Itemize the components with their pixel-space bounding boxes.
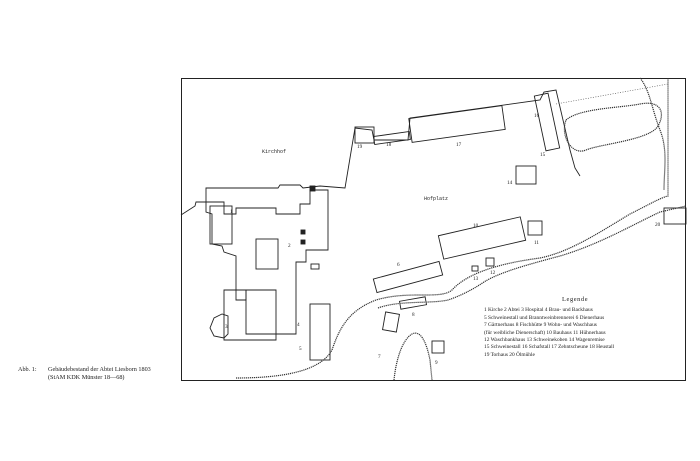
wagenremise <box>515 165 537 185</box>
schweinekoben <box>471 265 479 272</box>
island-shore <box>393 332 433 381</box>
abbey-complex <box>205 189 329 335</box>
building-number-labels: 1 2 3 4 5 6 7 8 9 10 11 12 13 14 15 16 1… <box>225 113 661 366</box>
riverbank-south <box>235 78 669 379</box>
legend-line: 12 Waschbankhaus 13 Schweinekoben 14 Wag… <box>484 337 605 344</box>
building-number: 3 <box>225 324 228 330</box>
schafstall <box>533 92 561 152</box>
building-number: 19 <box>357 144 363 150</box>
bauhaus <box>437 216 527 260</box>
building-number: 1 <box>230 209 233 215</box>
riverbank-south-2 <box>377 205 687 309</box>
site-plan-frame <box>181 78 686 381</box>
building-number: 10 <box>473 223 479 229</box>
building-number: 15 <box>540 152 546 158</box>
caption-number: Abb. 1: <box>18 366 37 373</box>
legend-line: 5 Schweinestall und Branntweinbrennerei … <box>484 314 605 321</box>
enclosure-wall <box>180 89 581 216</box>
building-number: 7 <box>378 354 381 360</box>
building-number: 2 <box>288 243 291 249</box>
legend-line: (für weibliche Dienerschaft) 10 Bauhaus … <box>484 329 606 336</box>
building-number: 8 <box>412 312 415 318</box>
building-number: 12 <box>490 270 496 276</box>
legend-line: 1 Kirche 2 Abtei 3 Hospital 4 Brau- und … <box>484 307 593 314</box>
pond-shore <box>563 102 662 152</box>
hospital-apse <box>209 313 229 339</box>
church-block <box>209 205 233 245</box>
huehnerhaus <box>527 220 543 236</box>
waschbankhaus <box>485 257 495 267</box>
building-number: 17 <box>456 142 462 148</box>
building-number: 14 <box>507 180 513 186</box>
wohn-waschhaus <box>431 340 445 354</box>
fischhuette <box>398 296 428 310</box>
abbey-courtyard <box>255 238 279 270</box>
gaertnerhaus <box>382 311 400 333</box>
caption-line-2: (StAM KDK Münster 18—68) <box>48 374 125 381</box>
label-hofplatz: Hofplatz <box>424 196 448 202</box>
building-number: 16 <box>534 113 540 119</box>
zehntscheune <box>408 105 506 143</box>
building-number: 11 <box>534 240 539 246</box>
riverbank-north-east <box>639 77 666 191</box>
dotted-path <box>555 83 669 105</box>
legend: Legende 1 Kirche 2 Abtei 3 Hospital 4 Br… <box>484 296 684 359</box>
building-number: 6 <box>397 262 400 268</box>
legend-line: 19 Torhaus 20 Ölmühle <box>484 351 535 358</box>
brauhaus <box>309 303 331 361</box>
building-number: 20 <box>655 222 661 228</box>
building-number: 13 <box>473 276 479 282</box>
hospital-block <box>223 289 277 341</box>
heustall <box>373 131 411 145</box>
legend-line: 15 Schweinestall 16 Schafstall 17 Zehnts… <box>484 344 615 351</box>
building-number: 9 <box>435 360 438 366</box>
torhaus <box>354 126 375 144</box>
dienerhaus <box>372 260 444 294</box>
building-number: 5 <box>299 346 302 352</box>
building-number: 4 <box>297 322 300 328</box>
label-kirchhof: Kirchhof <box>262 149 286 155</box>
legend-title: Legende <box>562 296 589 303</box>
figure-caption: Abb. 1: Gebäudebestand der Abtei Liesborn… <box>18 366 151 382</box>
building-number: 18 <box>386 142 392 148</box>
caption-line-1: Gebäudebestand der Abtei Liesborn 1803 <box>48 366 151 373</box>
legend-line: 7 Gärtnerhaus 8 Fischhütte 9 Wohn- und W… <box>484 322 597 329</box>
